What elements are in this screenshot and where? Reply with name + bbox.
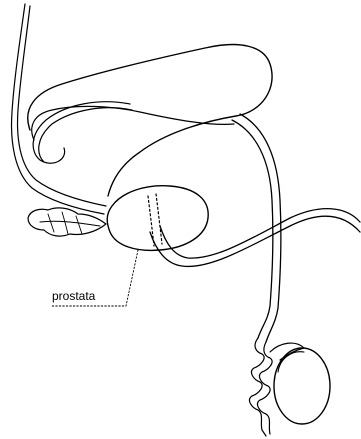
- bladder: [28, 45, 272, 196]
- urethra: [150, 209, 360, 267]
- prostate-gland: [107, 186, 208, 251]
- testis: [274, 348, 330, 424]
- testis-group: [250, 338, 330, 436]
- vas-deferens-right: [232, 114, 281, 342]
- prostata-label: prostata: [52, 289, 96, 303]
